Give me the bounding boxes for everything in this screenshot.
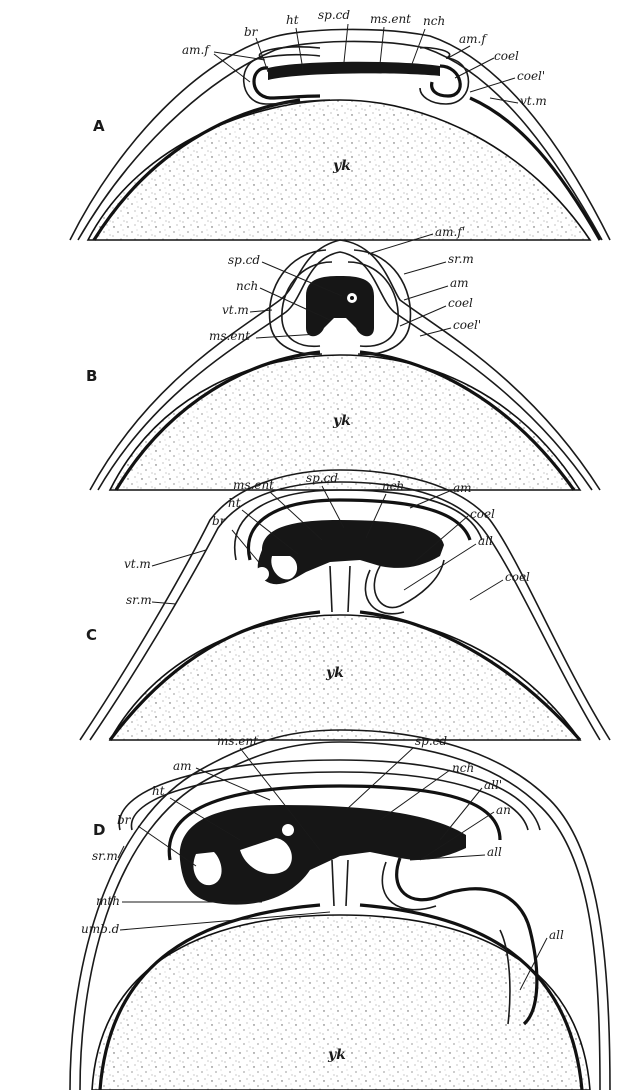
label-ms-ent: ms.ent	[370, 12, 411, 26]
label-coel-c: coel	[505, 570, 530, 584]
label-vt-m-b: vt.m	[222, 303, 249, 317]
label-nch-c: nch	[382, 479, 404, 493]
label-ht-c: ht	[228, 496, 241, 510]
yolk-sac-d	[92, 915, 590, 1090]
label-an-d: an	[496, 803, 511, 817]
label-yk-c: yk	[325, 665, 344, 681]
panel-letter-b: B	[86, 367, 97, 385]
label-ms-ent-d: ms.ent	[217, 734, 258, 748]
label-am-d: am	[173, 759, 192, 773]
panel-b: B yk am.f' sr.m sp.cd nch am vt.m coel c…	[86, 225, 600, 490]
label-sp-cd-b: sp.cd	[228, 253, 260, 267]
label-am-f-left: am.f	[182, 43, 211, 57]
label-br-d: br	[117, 813, 132, 827]
yolk-sac-c	[110, 615, 580, 740]
label-am-f-right: am.f	[459, 32, 488, 46]
label-am-b: am	[450, 276, 469, 290]
label-all-c: all	[478, 534, 493, 548]
label-yk: yk	[332, 158, 351, 174]
label-sr-m-c: sr.m	[126, 593, 152, 607]
label-sp-cd-c: sp.cd	[306, 471, 338, 485]
panel-letter-d: D	[93, 821, 105, 839]
label-coel: coel	[494, 49, 519, 63]
panel-letter-c: C	[86, 626, 97, 644]
label-nch: nch	[423, 14, 445, 28]
label-am-c: am	[453, 481, 472, 495]
embryo-body-a	[268, 62, 440, 80]
label-coel-b: coel	[448, 296, 473, 310]
label-all-prime-d: all'	[484, 778, 502, 792]
label-all-d: all	[487, 845, 502, 859]
label-ms-ent-b: ms.ent	[209, 329, 250, 343]
panel-a: A yk br ht sp.cd ms.ent nch am.f am.f co…	[70, 8, 610, 240]
label-coel-prime-b: coel'	[453, 318, 481, 332]
label-vt-m: vt.m	[520, 94, 547, 108]
label-ht: ht	[286, 13, 299, 27]
label-br: br	[244, 25, 259, 39]
label-coel-top-c: coel	[470, 507, 495, 521]
label-br-c: br	[212, 514, 227, 528]
label-ms-ent-c: ms.ent	[233, 478, 274, 492]
embryo-body-d	[180, 805, 466, 905]
label-am-f-b: am.f'	[435, 225, 465, 239]
label-sr-m-b: sr.m	[448, 252, 474, 266]
label-yk-d: yk	[327, 1047, 346, 1063]
label-nch-d: nch	[452, 761, 474, 775]
panel-letter-a: A	[93, 117, 105, 135]
panel-d: D yk ms.ent sp.cd am nch all' ht an br a…	[70, 730, 610, 1090]
label-mth-d: mth	[96, 894, 120, 908]
panel-c: C yk ms.ent sp.cd nch am ht coel br all …	[80, 470, 610, 740]
label-sr-m-d: sr.m	[92, 849, 118, 863]
label-all-lower-d: all	[549, 928, 564, 942]
label-coel-prime: coel'	[517, 69, 545, 83]
label-vt-m-c: vt.m	[124, 557, 151, 571]
label-ht-d: ht	[152, 784, 165, 798]
label-nch-b: nch	[236, 279, 258, 293]
label-sp-cd-d: sp.cd	[415, 734, 447, 748]
label-umb-d: umb.d	[81, 922, 120, 936]
label-yk-b: yk	[332, 413, 351, 429]
label-sp-cd: sp.cd	[318, 8, 350, 22]
